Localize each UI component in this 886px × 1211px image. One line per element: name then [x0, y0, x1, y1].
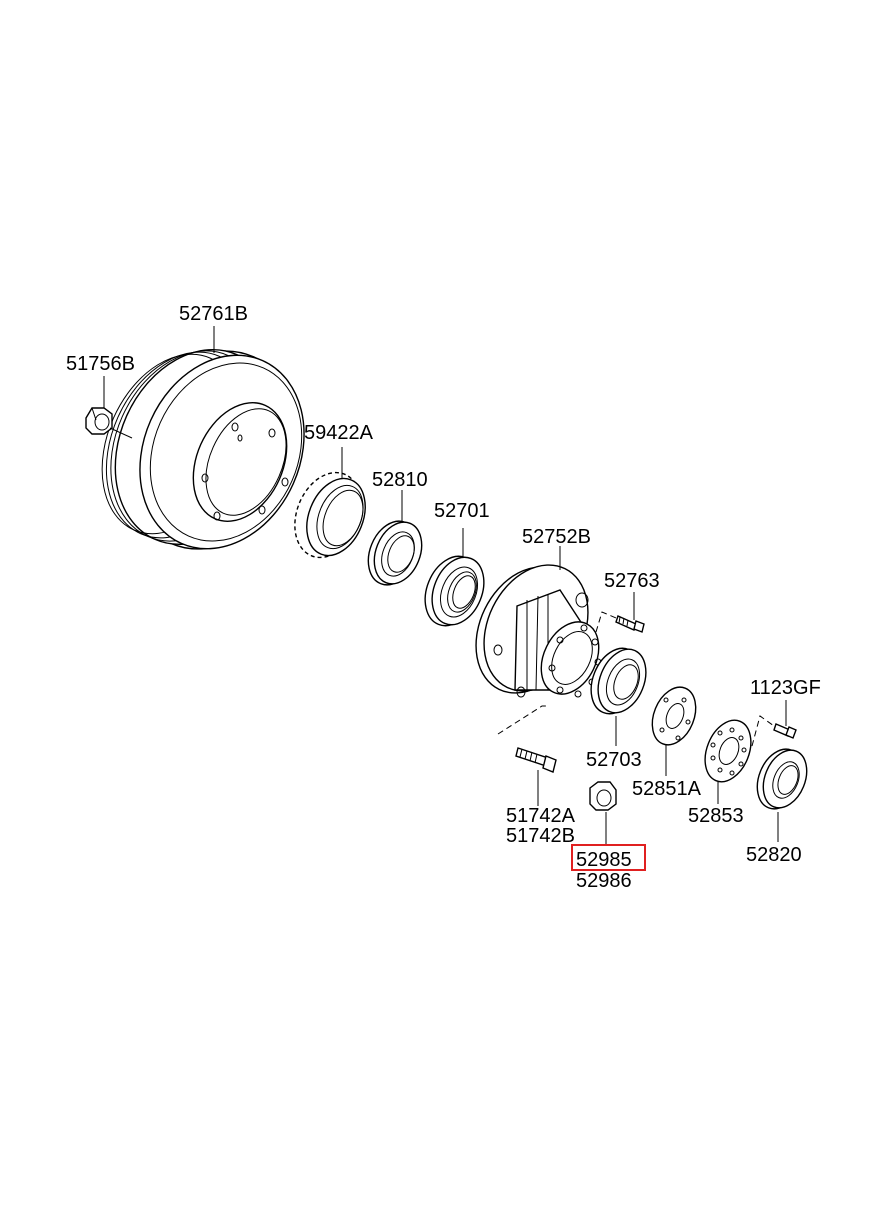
label-52752B[interactable]: 52752B [522, 526, 591, 548]
outer-bearing[interactable] [582, 641, 655, 721]
label-52761B[interactable]: 52761B [179, 303, 248, 325]
label-52985[interactable]: 52985 [576, 849, 632, 871]
inner-seal[interactable] [359, 514, 430, 592]
label-1123GF[interactable]: 1123GF [750, 677, 821, 699]
label-52853[interactable]: 52853 [688, 805, 744, 827]
hub-stud[interactable] [515, 747, 557, 773]
drum-nut[interactable] [85, 407, 113, 435]
hub-bolt[interactable] [615, 615, 645, 633]
screw[interactable] [773, 723, 797, 739]
label-51742A[interactable]: 51742A [506, 805, 576, 827]
label-52820[interactable]: 52820 [746, 844, 802, 866]
label-51756B[interactable]: 51756B [66, 353, 135, 375]
label-52703[interactable]: 52703 [586, 749, 642, 771]
label-52763[interactable]: 52763 [604, 570, 660, 592]
brake-drum[interactable] [75, 323, 334, 576]
label-52810[interactable]: 52810 [372, 469, 428, 491]
lock-plate[interactable] [697, 713, 760, 788]
hub-nut[interactable] [589, 781, 617, 811]
outer-seal[interactable] [749, 742, 815, 815]
highlight-box [571, 844, 646, 871]
label-52851A[interactable]: 52851A [632, 778, 702, 800]
label-51742B[interactable]: 51742B [506, 825, 575, 847]
washer[interactable] [644, 681, 704, 752]
label-52701[interactable]: 52701 [434, 500, 490, 522]
wheel-hub[interactable] [456, 548, 610, 711]
label-59422A[interactable]: 59422A [304, 422, 374, 444]
tone-wheel[interactable] [283, 463, 376, 568]
inner-bearing[interactable] [415, 548, 493, 633]
label-52986[interactable]: 52986 [576, 870, 632, 892]
